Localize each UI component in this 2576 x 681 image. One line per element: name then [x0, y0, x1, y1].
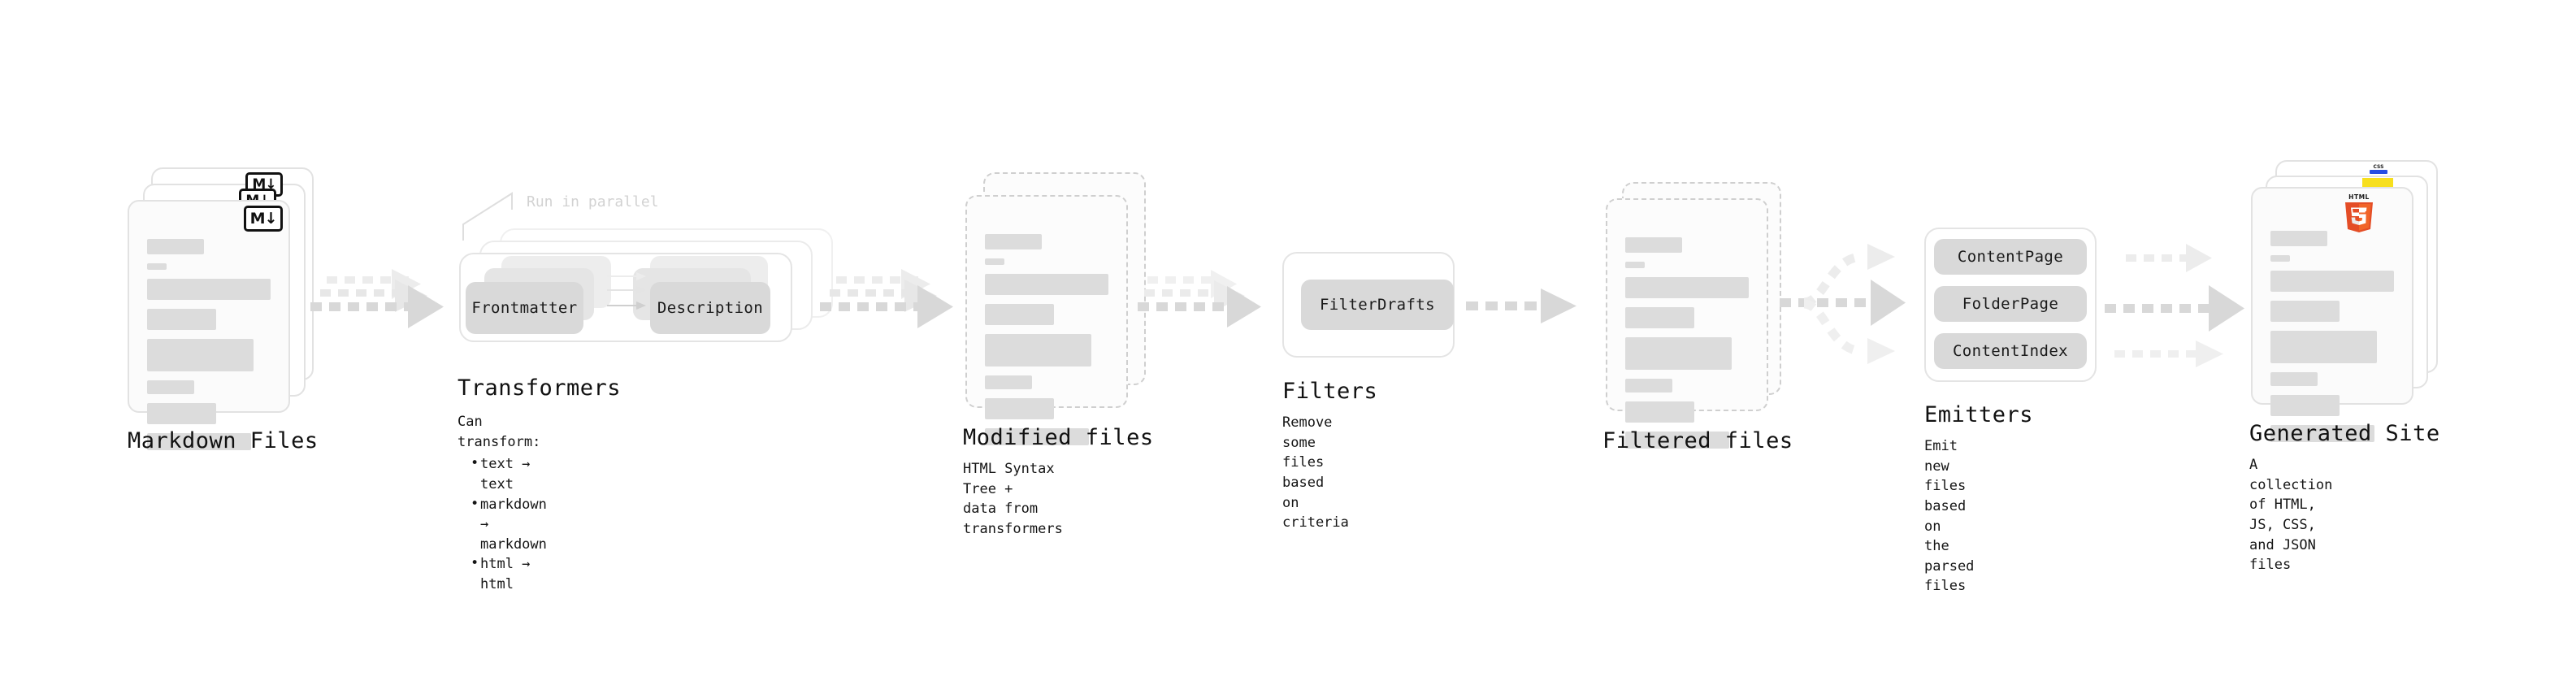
- stage-subtitle-filters: Remove some files based on criteria: [1282, 414, 1349, 531]
- doc-bar: [985, 274, 1108, 295]
- emitter-chip-contentpage[interactable]: ContentPage: [1934, 239, 2087, 275]
- run-in-parallel-bracket: [462, 192, 513, 241]
- list-item: markdown → markdown: [471, 494, 547, 555]
- doc-bar: [1625, 337, 1732, 370]
- doc-bar: [2270, 255, 2291, 262]
- filtered-doc-bars: [1625, 237, 1749, 458]
- markdown-badge-icon: M↓: [244, 206, 283, 232]
- list-item: text → text: [471, 453, 547, 494]
- stage-title-emitters: Emitters: [1924, 402, 2034, 427]
- filter-chip-filterdrafts[interactable]: FilterDrafts: [1301, 280, 1454, 330]
- stage-subtitle-modified-files: HTML Syntax Tree + data from transformer…: [963, 461, 1063, 537]
- stage-title-markdown-files: Markdown Files: [128, 428, 319, 453]
- markdown-doc-bars: [147, 239, 271, 459]
- stage-subtitle-generated-site: A collection of HTML, JS, CSS, and JSON …: [2249, 457, 2333, 574]
- site-doc-bars: [2270, 231, 2394, 451]
- doc-bar: [2270, 395, 2340, 416]
- doc-bar: [147, 309, 217, 330]
- stage-title-transformers: Transformers: [458, 375, 622, 401]
- conn-md-to-transformers: [307, 268, 453, 333]
- markdown-card-front: [128, 200, 290, 450]
- stage-title-modified-files: Modified files: [963, 425, 1154, 450]
- conn-transformers-to-modified: [817, 268, 963, 333]
- emitter-chip-folderpage[interactable]: FolderPage: [1934, 286, 2087, 322]
- emitter-chip-contentindex[interactable]: ContentIndex: [1934, 333, 2087, 369]
- doc-bar: [2270, 372, 2318, 386]
- conn-filtered-to-emitters: [1780, 226, 1934, 380]
- doc-bar: [1625, 277, 1749, 298]
- doc-bar: [2270, 331, 2377, 363]
- doc-bar: [147, 403, 217, 424]
- doc-bar: [1625, 307, 1695, 328]
- doc-bar: [985, 334, 1091, 367]
- transformers-caption: Can transform:: [458, 414, 541, 450]
- stage-title-filters: Filters: [1282, 379, 1378, 404]
- doc-bar: [147, 263, 167, 270]
- list-item: html → html: [471, 553, 547, 594]
- doc-bar: [147, 433, 251, 450]
- doc-bar: [1625, 379, 1672, 393]
- transformer-chip-description[interactable]: Description: [650, 282, 770, 334]
- doc-bar: [985, 234, 1042, 249]
- doc-bar: [2270, 425, 2374, 442]
- filtered-card-front: [1606, 198, 1768, 449]
- modified-card-front: [965, 195, 1128, 445]
- stage-subtitle-emitters: Emit new files based on the parsed files: [1924, 438, 1975, 595]
- conn-filters-to-filtered: [1463, 288, 1593, 329]
- svg-text:CSS: CSS: [2374, 164, 2384, 170]
- conn-modified-to-filters: [1136, 268, 1282, 333]
- doc-bar: [985, 304, 1055, 325]
- doc-bar: [1625, 237, 1682, 253]
- doc-bar: [1625, 262, 1646, 268]
- doc-bar: [2270, 231, 2327, 246]
- svg-text:HTML: HTML: [2348, 193, 2370, 201]
- run-in-parallel-label: Run in parallel: [527, 193, 659, 210]
- doc-bar: [985, 375, 1032, 389]
- modified-doc-bars: [985, 234, 1108, 454]
- transformers-bullet-list: text → text markdown → markdown html → h…: [458, 453, 547, 594]
- doc-bar: [1625, 401, 1695, 423]
- site-card-front: [2251, 187, 2413, 442]
- doc-bar: [147, 380, 194, 394]
- doc-bar: [985, 258, 1005, 265]
- doc-bar: [147, 239, 204, 254]
- doc-bar: [147, 279, 271, 300]
- css3-badge-icon: CSS: [2370, 164, 2387, 174]
- doc-bar: [985, 428, 1089, 445]
- html5-badge-icon: HTML: [2345, 193, 2373, 232]
- doc-bar: [1625, 432, 1729, 449]
- transformer-chip-frontmatter[interactable]: Frontmatter: [466, 282, 583, 334]
- doc-bar: [147, 339, 254, 371]
- transformers-description: Can transform: text → text markdown → ma…: [458, 412, 547, 595]
- doc-bar: [2270, 301, 2340, 322]
- doc-bar: [985, 398, 1055, 419]
- conn-emitters-to-site: [2105, 232, 2259, 378]
- transformer-internal-arrows: [607, 272, 646, 310]
- doc-bar: [2270, 271, 2394, 292]
- stage-title-generated-site: Generated Site: [2249, 421, 2440, 446]
- stage-title-filtered-files: Filtered files: [1602, 428, 1793, 453]
